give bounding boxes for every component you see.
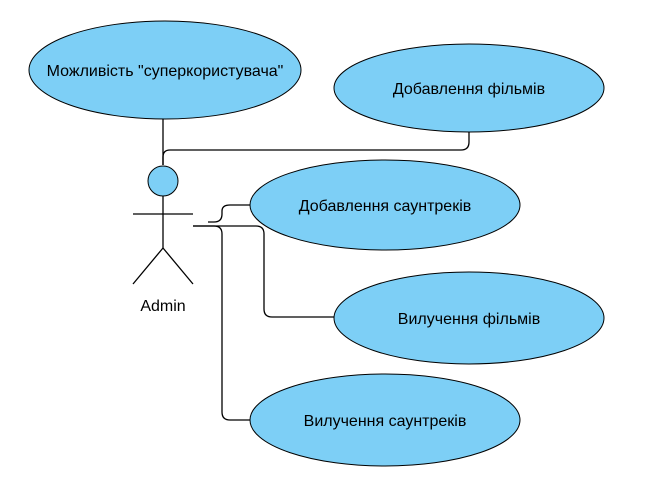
use-case-remove-soundtracks-label: Вилучення саунтреків <box>304 413 467 430</box>
actor-head <box>147 165 179 197</box>
use-case-add-soundtracks-label: Добавлення саунтреків <box>299 198 472 215</box>
use-case-add-soundtracks[interactable]: Добавлення саунтреків <box>249 159 521 251</box>
actor-admin[interactable]: Admin <box>132 165 194 315</box>
use-case-remove-films[interactable]: Вилучення фільмів <box>333 271 605 365</box>
connector-actor-remove-films <box>193 225 335 318</box>
use-case-add-films-label: Добавлення фільмів <box>393 81 545 98</box>
connector-actor-add-films <box>162 130 470 165</box>
use-case-remove-films-shape <box>333 271 605 365</box>
use-case-remove-films-label: Вилучення фільмів <box>398 311 540 328</box>
use-case-superuser-shape <box>28 20 302 120</box>
use-case-add-soundtracks-shape <box>249 159 521 251</box>
connector-actor-remove-soundtracks <box>193 225 252 421</box>
use-case-superuser-label: Можливість "суперкористувача" <box>47 63 284 80</box>
use-case-add-films[interactable]: Добавлення фільмів <box>333 43 605 133</box>
use-case-remove-soundtracks-shape <box>249 373 521 467</box>
actor-admin-label: Admin <box>140 298 185 315</box>
use-case-superuser[interactable]: Можливість "суперкористувача" <box>28 20 302 120</box>
use-case-add-films-shape <box>333 43 605 133</box>
actor-right-leg <box>162 247 194 285</box>
actor-left-leg <box>132 247 164 285</box>
use-case-remove-soundtracks[interactable]: Вилучення саунтреків <box>249 373 521 467</box>
connector-actor-add-soundtracks <box>208 204 252 223</box>
